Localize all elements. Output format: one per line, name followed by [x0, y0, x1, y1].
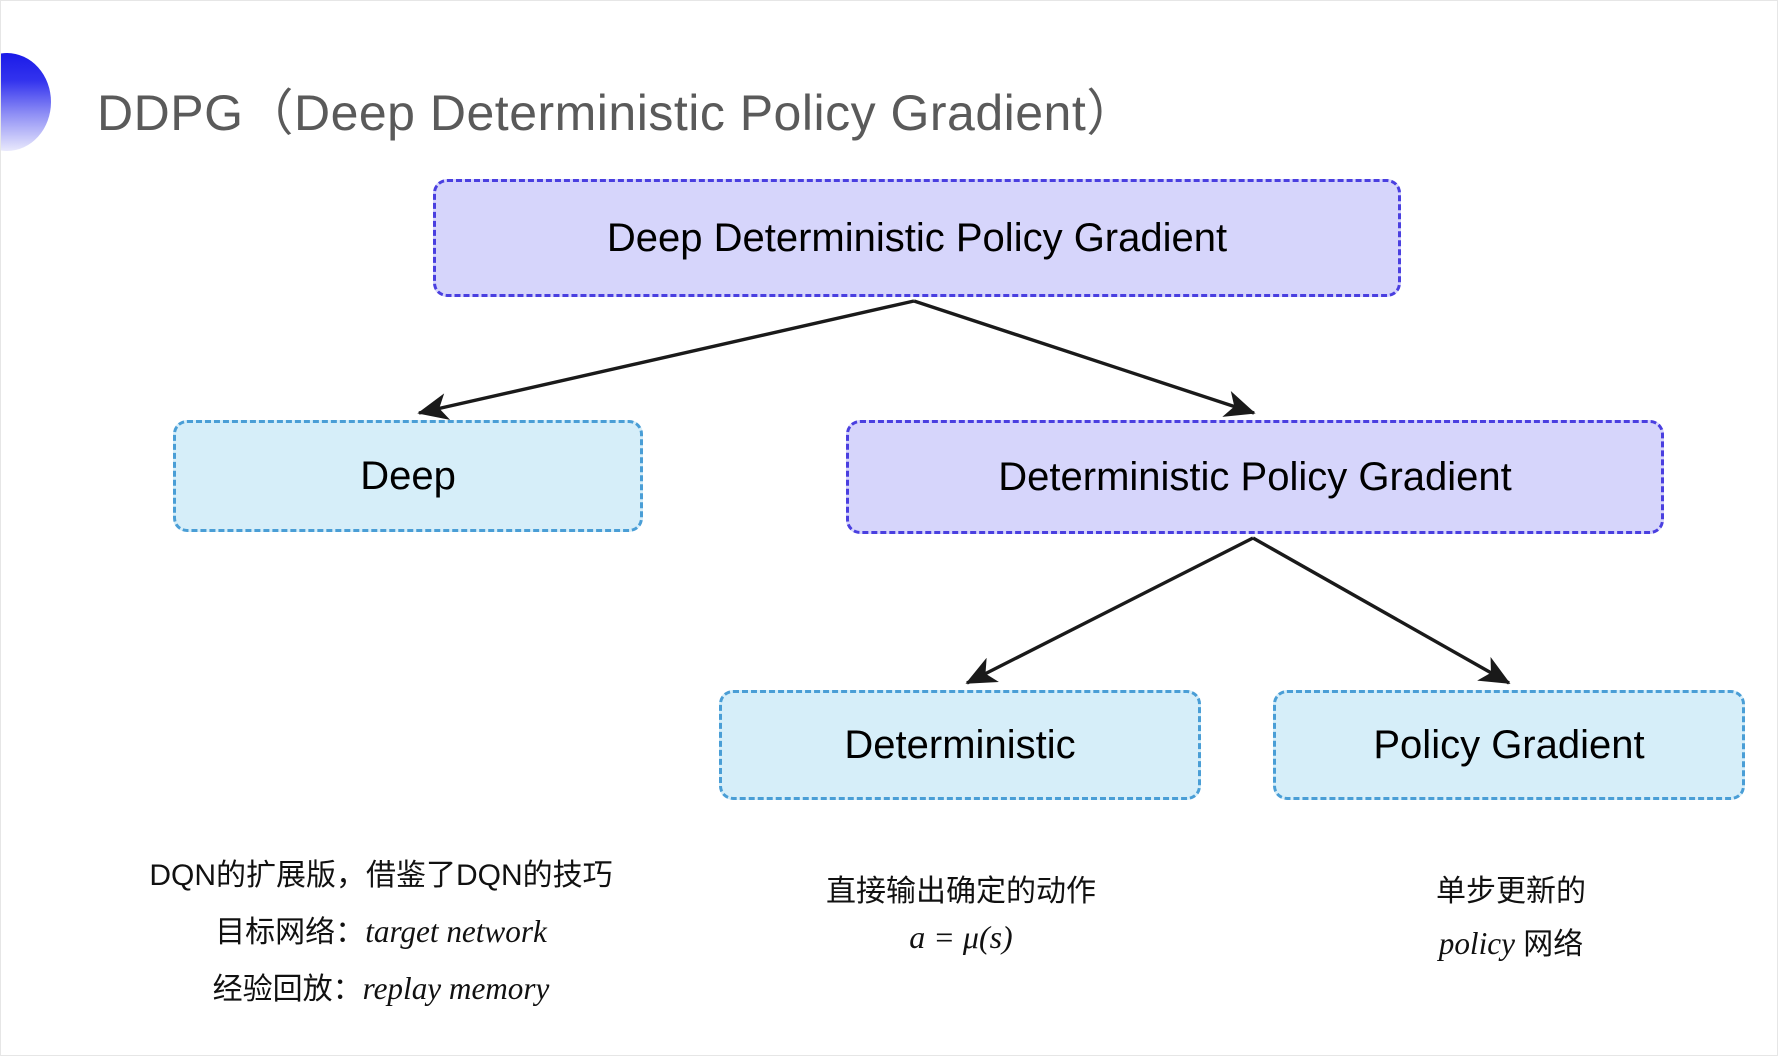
annotation-deterministic: 直接输出确定的动作 a = μ(s) [701, 857, 1221, 965]
node-deterministic[interactable]: Deterministic [719, 690, 1201, 800]
annotation-right-line2: policy 网络 [1241, 919, 1777, 963]
annotation-left-line2-label: 目标网络： [215, 916, 366, 949]
node-policy-gradient[interactable]: Policy Gradient [1273, 690, 1745, 800]
annotation-right-line1: 单步更新的 [1436, 875, 1586, 908]
node-label: Policy Gradient [1373, 723, 1645, 767]
annotation-right-line2-suffix: 网络 [1514, 928, 1584, 961]
annotation-right-line2-term: policy [1438, 926, 1515, 961]
edge-root-to-deep [417, 299, 915, 420]
node-deep-deterministic-policy-gradient[interactable]: Deep Deterministic Policy Gradient [433, 179, 1401, 297]
node-label: Deterministic Policy Gradient [998, 455, 1512, 499]
annotation-left-line2: 目标网络：target network [61, 907, 701, 951]
edge-dpg-to-deterministic [965, 536, 1254, 685]
annotation-mid-line1: 直接输出确定的动作 [826, 875, 1096, 908]
node-deep[interactable]: Deep [173, 420, 643, 532]
annotation-left-line3-label: 经验回放： [212, 973, 363, 1006]
page-title: DDPG（Deep Deterministic Policy Gradient） [97, 85, 1137, 141]
node-label: Deep Deterministic Policy Gradient [606, 216, 1228, 260]
annotation-left-line2-term: target network [365, 914, 547, 949]
edge-root-to-dpg [913, 299, 1256, 417]
annotation-policy-gradient: 单步更新的 policy 网络 [1241, 857, 1777, 972]
edge-dpg-to-policy-gradient [1252, 536, 1511, 685]
annotation-left-line3: 经验回放：replay memory [61, 964, 701, 1008]
gradient-ellipse-accent-icon [1, 53, 51, 151]
annotation-left-line3-term: replay memory [362, 971, 550, 1006]
node-deterministic-policy-gradient[interactable]: Deterministic Policy Gradient [846, 420, 1664, 534]
annotation-mid-formula: a = μ(s) [909, 919, 1013, 955]
annotation-left-line1: DQN的扩展版，借鉴了DQN的技巧 [149, 859, 613, 892]
annotation-deep: DQN的扩展版，借鉴了DQN的技巧 目标网络：target network 经验… [61, 837, 701, 1021]
node-label: Deterministic [844, 723, 1076, 767]
node-label: Deep [360, 454, 456, 498]
